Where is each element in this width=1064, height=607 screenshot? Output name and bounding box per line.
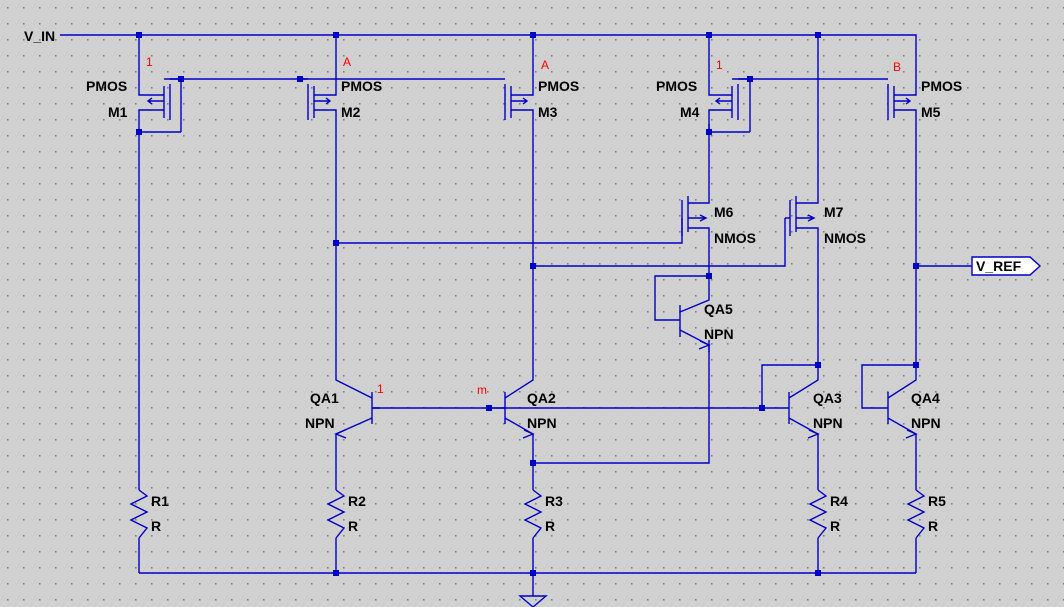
r4-ref-label: R4: [830, 493, 848, 509]
npn-qa4-symbol[interactable]: [887, 365, 918, 440]
pmos-m3-symbol[interactable]: [500, 78, 534, 124]
qa4-model-label: NPN: [911, 415, 941, 431]
qa1-model-label: NPN: [305, 415, 335, 431]
qa5-model-label: NPN: [704, 326, 734, 342]
resistor-r3-symbol[interactable]: [523, 489, 543, 539]
npn-qa1-symbol[interactable]: [334, 370, 380, 440]
r4-value-label: R: [830, 518, 840, 534]
pmos-m5-symbol[interactable]: [884, 78, 917, 124]
net-label-m5-drain: B: [893, 60, 901, 74]
wires: [60, 34, 972, 596]
m1-model-label: PMOS: [86, 78, 127, 94]
r3-ref-label: R3: [545, 493, 563, 509]
m4-model-label: PMOS: [656, 78, 697, 94]
npn-qa2-symbol[interactable]: [504, 365, 535, 440]
r5-value-label: R: [928, 518, 938, 534]
m2-ref-label: M2: [341, 104, 361, 120]
wire-qa5-base-loop: [654, 275, 709, 321]
m2-model-label: PMOS: [341, 78, 382, 94]
m6-ref-label: M6: [714, 204, 734, 220]
junctions: [136, 32, 919, 576]
m3-ref-label: M3: [538, 104, 558, 120]
resistor-r5-symbol[interactable]: [906, 489, 926, 539]
qa5-ref-label: QA5: [704, 301, 733, 317]
vref-port-flag[interactable]: [971, 256, 1042, 276]
m7-model-label: NMOS: [824, 230, 866, 246]
wire-m4-m5-gate-line: [732, 78, 884, 132]
ground-icon[interactable]: [518, 595, 548, 607]
net-label-qa2-base: m: [477, 383, 487, 397]
wire-qa5-emitter: [533, 340, 710, 464]
nmos-m7-symbol[interactable]: [785, 195, 819, 236]
r1-value-label: R: [151, 518, 161, 534]
m5-model-label: PMOS: [921, 78, 962, 94]
resistor-r1-symbol[interactable]: [129, 489, 149, 539]
vref-port-label: V_REF: [976, 258, 1022, 274]
wire-qa4-diode: [861, 364, 916, 409]
resistor-r2-symbol[interactable]: [326, 489, 346, 539]
m1-ref-label: M1: [108, 104, 128, 120]
qa1-ref-label: QA1: [310, 390, 339, 406]
m7-ref-label: M7: [824, 204, 844, 220]
npn-qa5-symbol[interactable]: [679, 290, 711, 352]
resistor-r4-symbol[interactable]: [808, 489, 828, 539]
r3-value-label: R: [545, 518, 555, 534]
pmos-m4-symbol[interactable]: [708, 78, 750, 124]
qa2-model-label: NPN: [527, 415, 557, 431]
r2-value-label: R: [348, 518, 358, 534]
qa4-ref-label: QA4: [911, 390, 940, 406]
r2-ref-label: R2: [348, 493, 366, 509]
wire-qa3-diode: [761, 364, 818, 408]
wire-vin-rail: [60, 34, 917, 79]
m4-ref-label: M4: [680, 104, 700, 120]
nmos-m6-symbol[interactable]: [681, 195, 710, 236]
net-label-m3-drain: A: [541, 58, 549, 72]
wire-m3-m7-gate: [533, 218, 786, 267]
pmos-m1-symbol[interactable]: [138, 78, 181, 124]
net-label-qa1-base: 1: [377, 382, 384, 396]
m6-model-label: NMOS: [714, 230, 756, 246]
npn-qa3-symbol[interactable]: [788, 365, 820, 440]
r1-ref-label: R1: [151, 493, 169, 509]
vin-port-label: V_IN: [24, 28, 55, 44]
net-label-m4-drain: 1: [716, 58, 723, 72]
pmos-m2-symbol[interactable]: [300, 78, 337, 124]
r5-ref-label: R5: [928, 493, 946, 509]
qa3-model-label: NPN: [813, 415, 843, 431]
wire-pmos-gate-line: [164, 78, 500, 132]
m5-ref-label: M5: [921, 104, 941, 120]
qa3-ref-label: QA3: [813, 390, 842, 406]
net-label-m2-drain: A: [343, 55, 351, 69]
net-label-m1-drain: 1: [146, 55, 153, 69]
qa2-ref-label: QA2: [527, 390, 556, 406]
m3-model-label: PMOS: [538, 78, 579, 94]
